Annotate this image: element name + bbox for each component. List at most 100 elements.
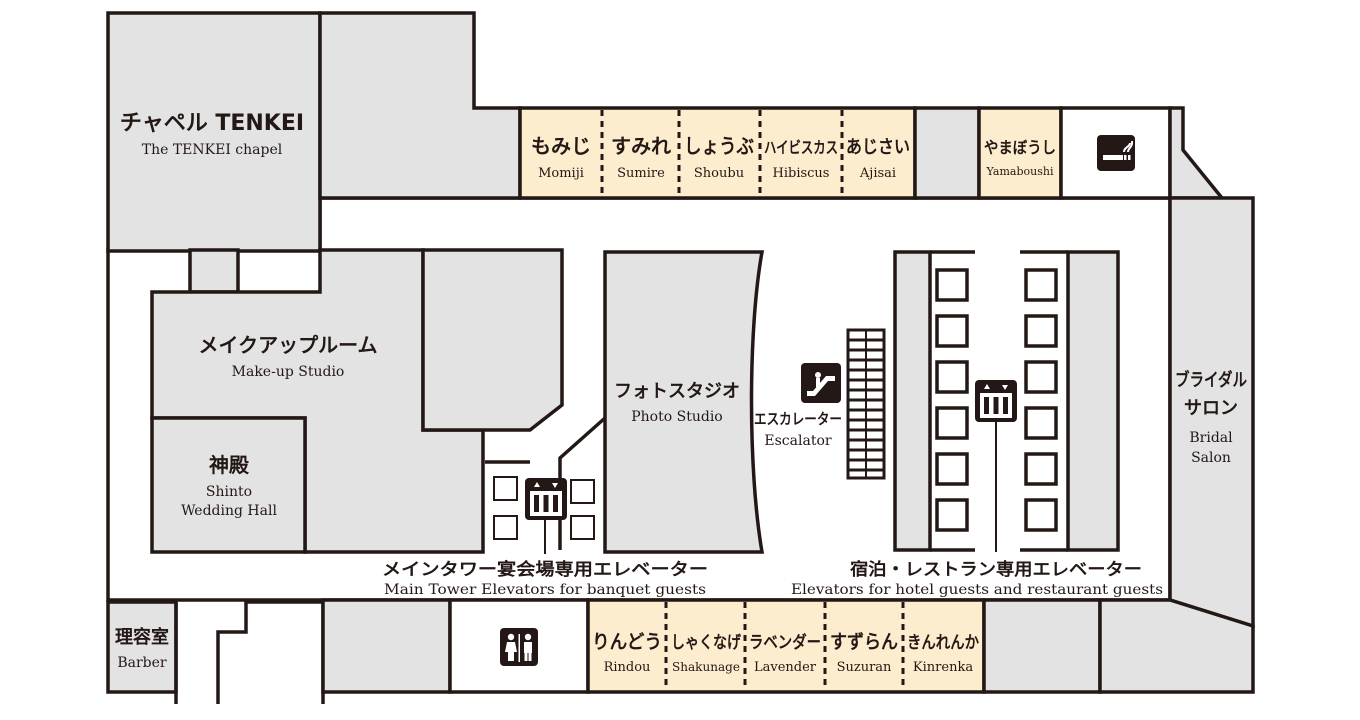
elevator-car bbox=[570, 515, 595, 540]
elevator-car bbox=[935, 498, 969, 532]
main-tower-elevators bbox=[485, 460, 595, 554]
upper-room bbox=[318, 11, 522, 200]
hall-name-en: Rindou bbox=[604, 660, 651, 675]
hall-name-jp: すずらん bbox=[830, 631, 898, 653]
bridal-name-jp: ブライダル bbox=[1175, 369, 1247, 391]
bridal-name-en-2: Salon bbox=[1191, 450, 1231, 466]
hall-name-en: Suzuran bbox=[837, 660, 892, 675]
elevator-car bbox=[1024, 314, 1058, 348]
photo-studio-area bbox=[603, 250, 765, 554]
hall-name-en: Momiji bbox=[538, 166, 584, 181]
hall-yamaboushi[interactable]: やまぼうし Yamaboushi bbox=[984, 138, 1056, 178]
chapel-name-jp: チャペル TENKEI bbox=[120, 111, 304, 136]
hall-name-jp: あじさい bbox=[846, 137, 910, 158]
hall-momiji[interactable]: もみじ Momiji bbox=[531, 134, 591, 181]
escalator-label-en: Escalator bbox=[764, 433, 831, 449]
elevator-icon bbox=[525, 478, 567, 520]
elevator-car bbox=[493, 476, 518, 501]
elevator-shaft-left bbox=[893, 250, 932, 552]
hall-sumire[interactable]: すみれ Sumire bbox=[611, 134, 671, 181]
escalator-icon bbox=[801, 363, 841, 403]
hall-name-jp: りんどう bbox=[592, 631, 662, 653]
elevator-car bbox=[570, 479, 595, 504]
bottom-room-right-2 bbox=[1098, 598, 1255, 694]
room-barber[interactable]: 理容室 Barber bbox=[106, 600, 178, 694]
hotel-elevator-label-en: Elevators for hotel guests and restauran… bbox=[791, 582, 1163, 598]
main-elevator-label-en: Main Tower Elevators for banquet guests bbox=[384, 582, 706, 598]
shinto-name-en: Shinto bbox=[206, 484, 252, 500]
hall-lavender[interactable]: ラベンダー Lavender bbox=[749, 632, 821, 675]
elevator-car bbox=[935, 314, 969, 348]
barber-name-jp: 理容室 bbox=[115, 626, 169, 648]
hall-hibiscus[interactable]: ハイビスカス Hibiscus bbox=[764, 138, 838, 181]
room-photo-studio[interactable]: フォトスタジオ Photo Studio bbox=[603, 250, 765, 554]
hall-block-bottom bbox=[586, 598, 986, 694]
shinto-name-jp: 神殿 bbox=[209, 453, 250, 477]
service-room-top bbox=[913, 106, 981, 200]
hotel-elevators bbox=[893, 250, 1120, 552]
hall-name-jp: ハイビスカス bbox=[764, 138, 838, 157]
shinto-name-en-2: Wedding Hall bbox=[181, 503, 277, 519]
barber-name-en: Barber bbox=[117, 655, 167, 671]
bottom-room-left bbox=[321, 598, 452, 694]
hall-name-en: Shakunage bbox=[672, 660, 740, 674]
elevator-car bbox=[1024, 452, 1058, 486]
escalator[interactable] bbox=[846, 328, 886, 480]
hall-name-en: Kinrenka bbox=[913, 660, 973, 675]
hall-name-jp: やまぼうし bbox=[984, 138, 1056, 157]
hall-name-en: Yamaboushi bbox=[986, 165, 1054, 178]
hall-suzuran[interactable]: すずらん Suzuran bbox=[830, 631, 898, 675]
restroom-icon bbox=[500, 628, 538, 666]
main-elevator-label-jp: メインタワー宴会場専用エレベーター bbox=[382, 559, 708, 580]
elevator-car bbox=[935, 452, 969, 486]
hall-name-en: Hibiscus bbox=[773, 166, 830, 181]
hall-kinrenka[interactable]: きんれんか Kinrenka bbox=[907, 633, 979, 675]
hall-name-en: Ajisai bbox=[859, 166, 896, 181]
photo-name-jp: フォトスタジオ bbox=[614, 381, 740, 402]
elevator-icon bbox=[975, 380, 1017, 422]
hall-block-top-2 bbox=[977, 106, 1063, 200]
room-makeup-studio[interactable]: メイクアップルーム Make-up Studio bbox=[150, 248, 485, 554]
makeup-name-en: Make-up Studio bbox=[232, 364, 345, 380]
bottom-stairs-wall bbox=[216, 600, 325, 704]
room-bridal-salon[interactable]: ブライダル サロン Bridal Salon bbox=[1168, 196, 1255, 629]
room-chapel[interactable]: チャペル TENKEI The TENKEI chapel bbox=[106, 11, 322, 253]
hall-name-en: Sumire bbox=[617, 166, 665, 181]
elevator-car bbox=[493, 515, 518, 540]
elevator-car bbox=[935, 360, 969, 394]
elevator-car bbox=[935, 268, 969, 302]
elevator-car bbox=[935, 406, 969, 440]
hall-name-en: Shoubu bbox=[694, 166, 744, 181]
escalator-label-jp: エスカレーター bbox=[754, 410, 842, 428]
hall-name-en: Lavender bbox=[754, 660, 817, 675]
barber-area bbox=[106, 600, 178, 694]
hall-block-top-1 bbox=[518, 106, 917, 200]
smoking-area-icon bbox=[1097, 135, 1135, 171]
elevator-car bbox=[1024, 498, 1058, 532]
elevator-car bbox=[1024, 268, 1058, 302]
halls-bottom: りんどう Rindou しゃくなげ Shakunage ラベンダー Lavend… bbox=[586, 598, 986, 694]
storage-room bbox=[421, 248, 564, 432]
hall-rindou[interactable]: りんどう Rindou bbox=[592, 631, 662, 675]
shinto-hall-area bbox=[150, 416, 307, 554]
room-shinto-hall[interactable]: 神殿 Shinto Wedding Hall bbox=[150, 416, 307, 554]
hall-name-jp: しょうぶ bbox=[684, 134, 754, 158]
halls-top: もみじ Momiji すみれ Sumire しょうぶ Shoubu ハイビスカス… bbox=[518, 106, 1172, 200]
hall-name-jp: すみれ bbox=[611, 134, 671, 158]
elevator-shaft-right bbox=[1066, 250, 1120, 552]
hall-shoubu[interactable]: しょうぶ Shoubu bbox=[684, 134, 754, 181]
chapel-passage bbox=[188, 248, 240, 294]
photo-name-en: Photo Studio bbox=[631, 409, 722, 425]
bridal-name-en: Bridal bbox=[1189, 430, 1233, 446]
elevator-car bbox=[1024, 360, 1058, 394]
makeup-name-jp: メイクアップルーム bbox=[199, 333, 378, 357]
hall-name-jp: もみじ bbox=[531, 134, 591, 158]
hall-name-jp: しゃくなげ bbox=[671, 633, 742, 653]
elevator-car bbox=[1024, 406, 1058, 440]
hall-name-jp: ラベンダー bbox=[749, 632, 821, 653]
hall-ajisai[interactable]: あじさい Ajisai bbox=[846, 137, 910, 181]
bottom-room-right-1 bbox=[982, 598, 1102, 694]
corner-room bbox=[1168, 106, 1226, 200]
hall-shakunage[interactable]: しゃくなげ Shakunage bbox=[671, 633, 742, 674]
